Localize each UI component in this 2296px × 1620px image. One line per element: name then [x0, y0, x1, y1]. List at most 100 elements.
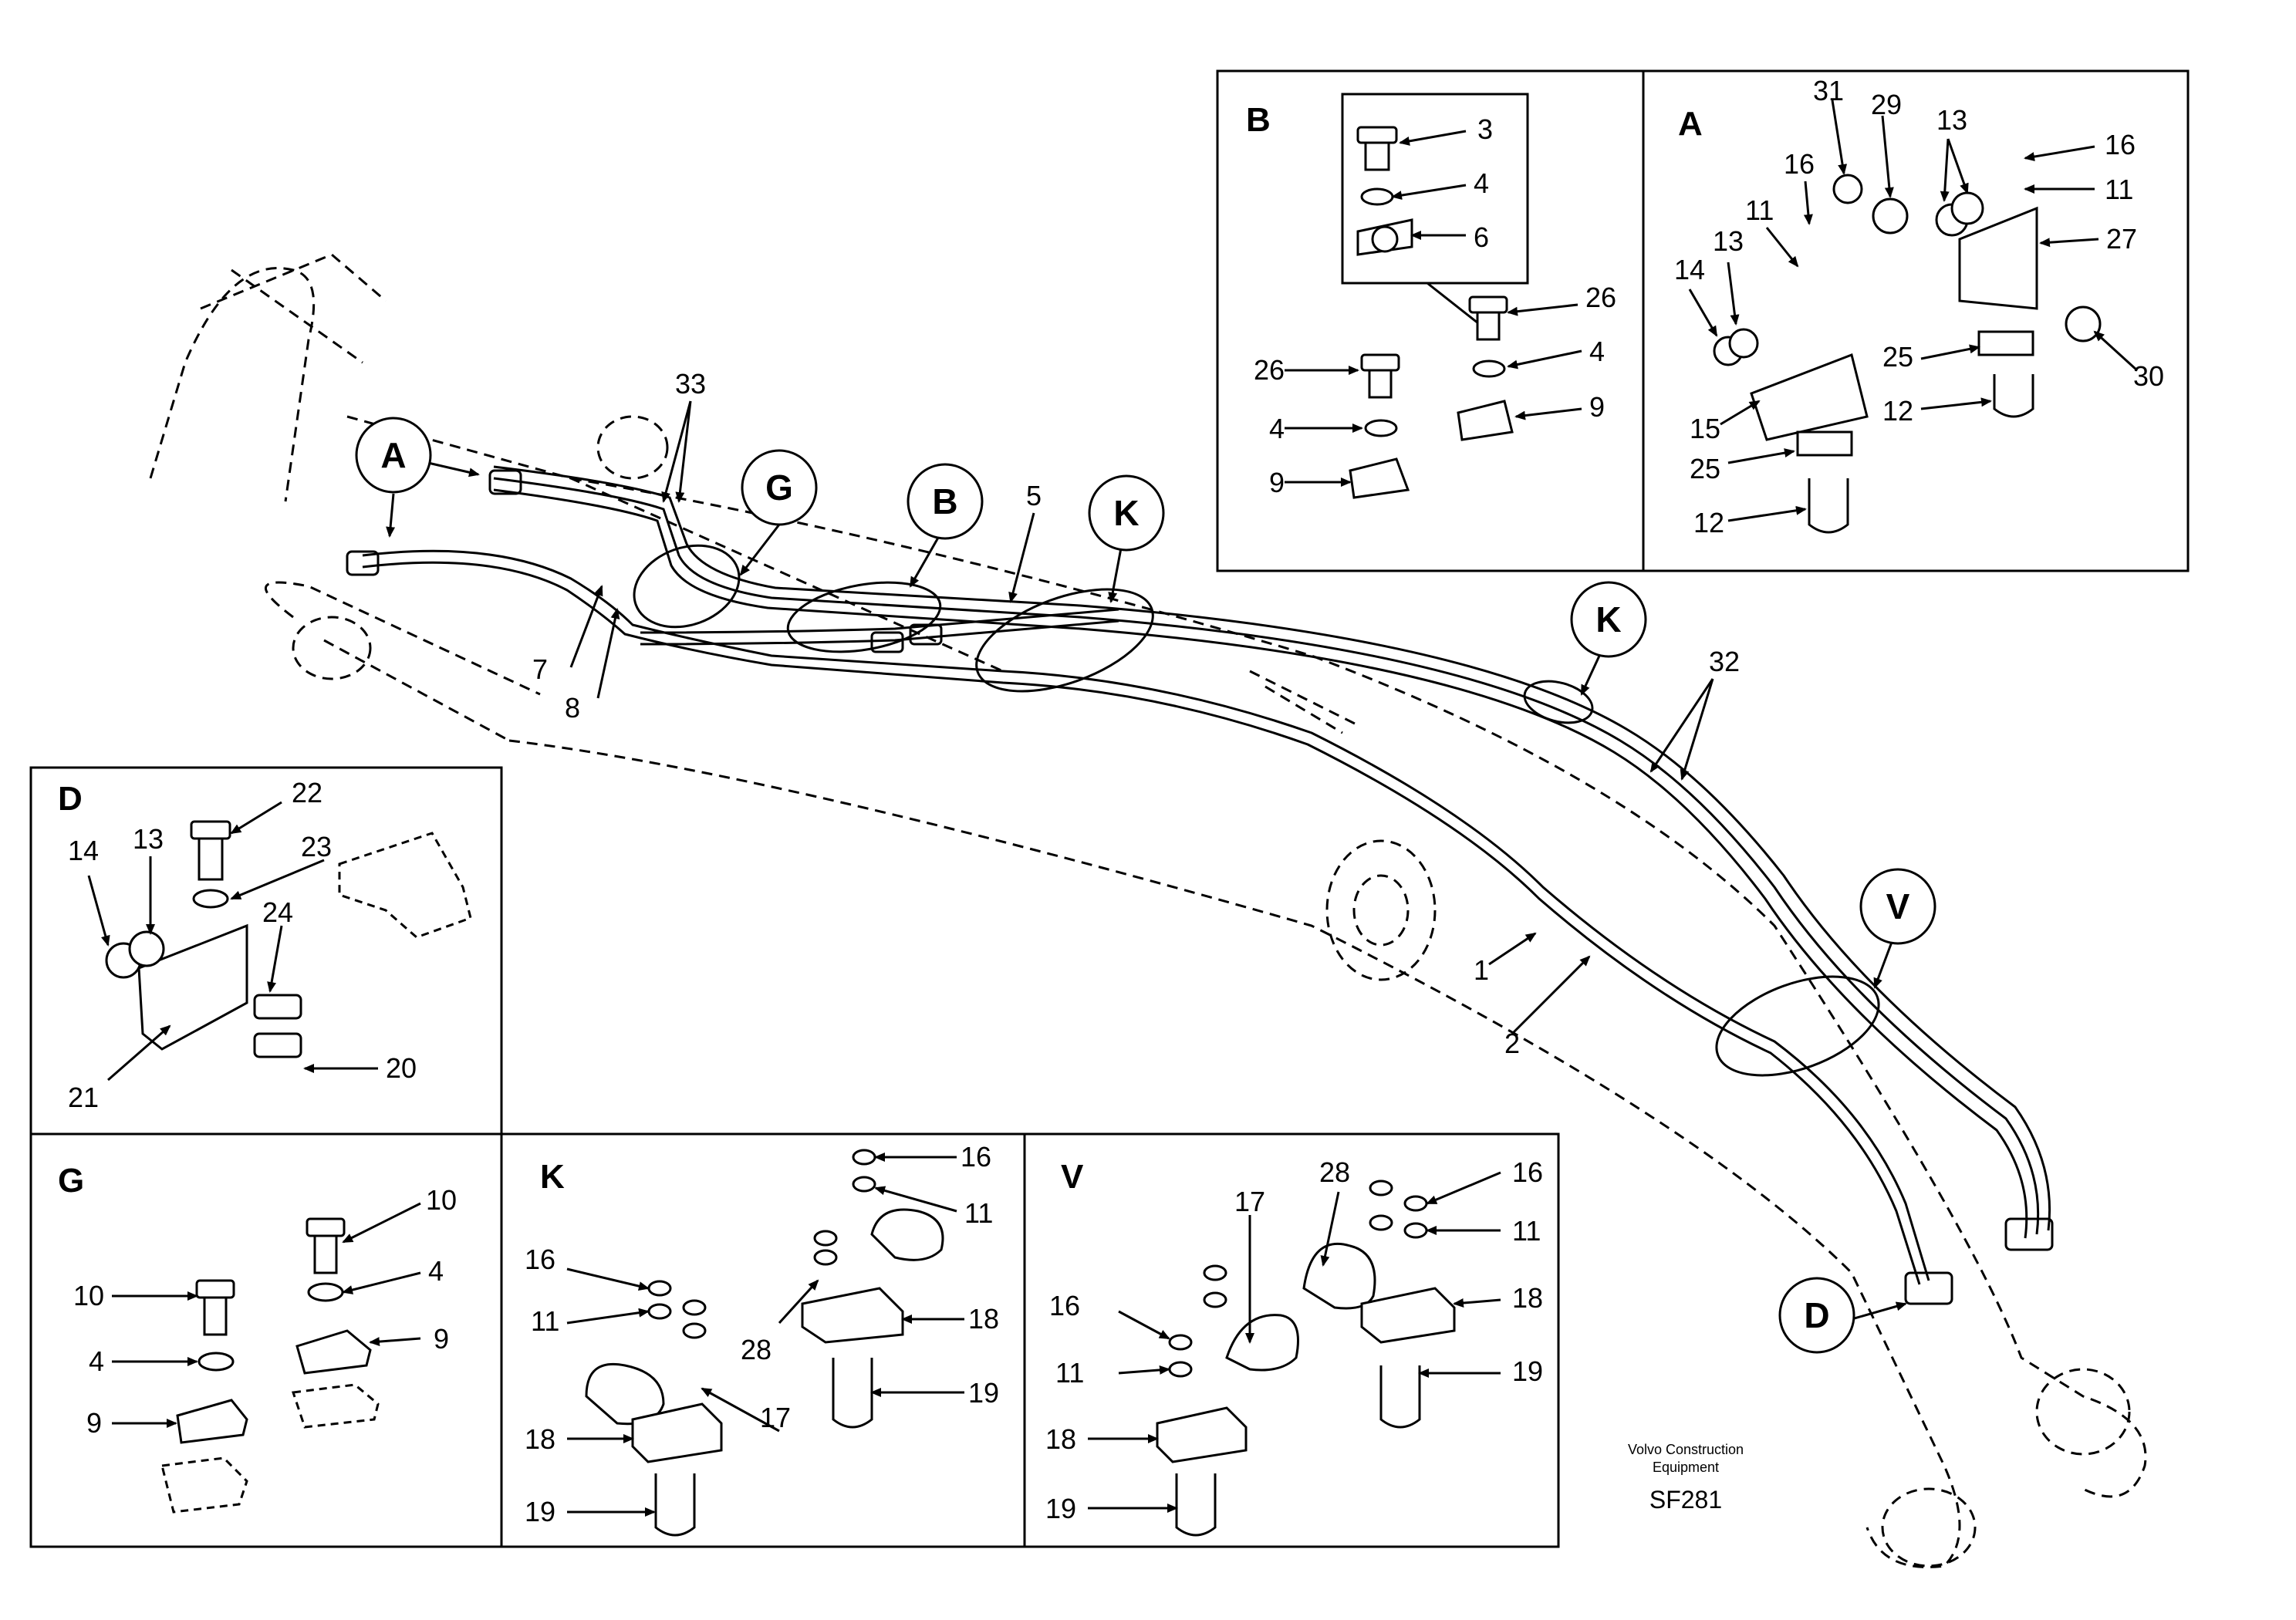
label-32: 32	[1709, 646, 1740, 677]
callout-k-2[interactable]: K	[1595, 599, 1621, 640]
g-label-10b: 10	[73, 1280, 104, 1311]
b-label-26: 26	[1585, 282, 1616, 313]
d-label-24: 24	[262, 896, 293, 928]
a-label-11b: 11	[2105, 174, 2133, 205]
panel-v-leaders	[1088, 1171, 1501, 1513]
k-label-19: 19	[968, 1377, 999, 1409]
b-label-4b: 4	[1589, 336, 1605, 367]
k-label-11: 11	[964, 1197, 993, 1229]
callout-a[interactable]: A	[380, 435, 406, 475]
d-label-13: 13	[133, 823, 164, 855]
a-label-16b: 16	[2105, 129, 2136, 160]
a-label-13b: 13	[1713, 225, 1744, 257]
g-label-4b: 4	[89, 1345, 104, 1377]
panel-g-parts	[176, 1217, 372, 1444]
panel-b-a-frame	[1216, 69, 2190, 572]
k-label-16b: 16	[525, 1244, 555, 1275]
callout-v[interactable]: V	[1886, 886, 1910, 926]
a-label-12: 12	[1882, 395, 1913, 427]
fittings	[346, 469, 2054, 1305]
k-label-28: 28	[741, 1334, 772, 1365]
v-label-18: 18	[1512, 1282, 1543, 1314]
k-label-18b: 18	[525, 1423, 555, 1455]
drawing-code: SF281	[1649, 1486, 1722, 1514]
panel-k-title: K	[540, 1158, 565, 1196]
b-label-4c: 4	[1269, 413, 1285, 444]
panel-g-leaders	[112, 1202, 421, 1428]
g-label-9: 9	[434, 1323, 449, 1355]
panel-d-frame	[29, 766, 503, 1136]
callout-g[interactable]: G	[765, 467, 793, 508]
callout-circles	[355, 417, 1936, 1354]
hose-bundle	[362, 465, 2051, 1285]
v-label-19b: 19	[1045, 1493, 1076, 1524]
label-5: 5	[1026, 480, 1042, 511]
panel-d-parts	[105, 820, 302, 1058]
b-label-3: 3	[1477, 113, 1493, 145]
a-label-30: 30	[2133, 360, 2164, 392]
a-label-25b: 25	[1690, 453, 1720, 484]
b-label-4: 4	[1474, 167, 1489, 199]
label-1: 1	[1474, 954, 1489, 986]
panel-b-parts	[1349, 126, 1514, 499]
panel-k-leaders	[566, 1153, 964, 1517]
k-label-17: 17	[760, 1402, 791, 1433]
boom-assembly	[149, 253, 2147, 1568]
bottom-panels-frame	[29, 1132, 1560, 1548]
label-7: 7	[532, 653, 548, 685]
a-label-29: 29	[1871, 89, 1902, 120]
panel-a-parts	[1713, 174, 2102, 534]
d-label-23: 23	[301, 831, 332, 862]
d-label-21: 21	[68, 1082, 99, 1113]
panel-v-parts	[1156, 1180, 1456, 1537]
a-label-12b: 12	[1693, 507, 1724, 538]
b-label-9b: 9	[1269, 467, 1285, 498]
detail-ellipses	[633, 544, 1880, 1077]
a-label-27: 27	[2106, 223, 2137, 255]
g-label-9b: 9	[86, 1407, 102, 1439]
a-label-11: 11	[1745, 194, 1774, 226]
panel-k-parts	[585, 1149, 944, 1537]
g-label-10: 10	[426, 1184, 457, 1216]
callout-k[interactable]: K	[1113, 493, 1139, 533]
panel-a-leaders	[1688, 100, 2139, 522]
panel-g-title: G	[58, 1162, 84, 1200]
panel-g-ghost	[160, 1383, 380, 1514]
d-label-20: 20	[386, 1052, 417, 1084]
panel-b-leaders	[1285, 130, 1582, 487]
a-label-15: 15	[1690, 413, 1720, 444]
v-label-19: 19	[1512, 1355, 1543, 1387]
k-label-16: 16	[961, 1141, 991, 1173]
v-label-11b: 11	[1055, 1357, 1084, 1389]
label-33: 33	[675, 368, 706, 400]
label-8: 8	[565, 692, 580, 724]
a-label-14: 14	[1674, 254, 1705, 285]
panel-d-title: D	[58, 780, 83, 818]
callout-d[interactable]: D	[1804, 1295, 1829, 1335]
panel-d-leaders	[87, 801, 378, 1082]
a-label-25: 25	[1882, 341, 1913, 373]
v-label-11: 11	[1512, 1215, 1541, 1247]
v-label-18b: 18	[1045, 1423, 1076, 1455]
panel-d-ghost	[338, 832, 472, 939]
g-label-4: 4	[428, 1255, 444, 1287]
b-label-9: 9	[1589, 391, 1605, 423]
panel-b-title: B	[1246, 101, 1271, 139]
k-label-11b: 11	[531, 1305, 559, 1337]
v-label-16: 16	[1512, 1156, 1543, 1188]
panel-a-title: A	[1678, 105, 1703, 143]
k-label-19b: 19	[525, 1496, 555, 1527]
callout-b[interactable]: B	[932, 481, 957, 521]
d-label-22: 22	[292, 777, 322, 808]
panel-v-title: V	[1061, 1158, 1084, 1196]
b-label-26b: 26	[1254, 354, 1285, 386]
maker-line-2: Equipment	[1653, 1460, 1719, 1475]
a-label-13: 13	[1936, 104, 1967, 136]
a-label-16: 16	[1784, 148, 1815, 180]
k-label-18: 18	[968, 1303, 999, 1335]
d-label-14: 14	[68, 835, 99, 866]
v-label-16b: 16	[1049, 1290, 1080, 1321]
b-label-6: 6	[1474, 221, 1489, 253]
maker-line-1: Volvo Construction	[1628, 1442, 1744, 1457]
